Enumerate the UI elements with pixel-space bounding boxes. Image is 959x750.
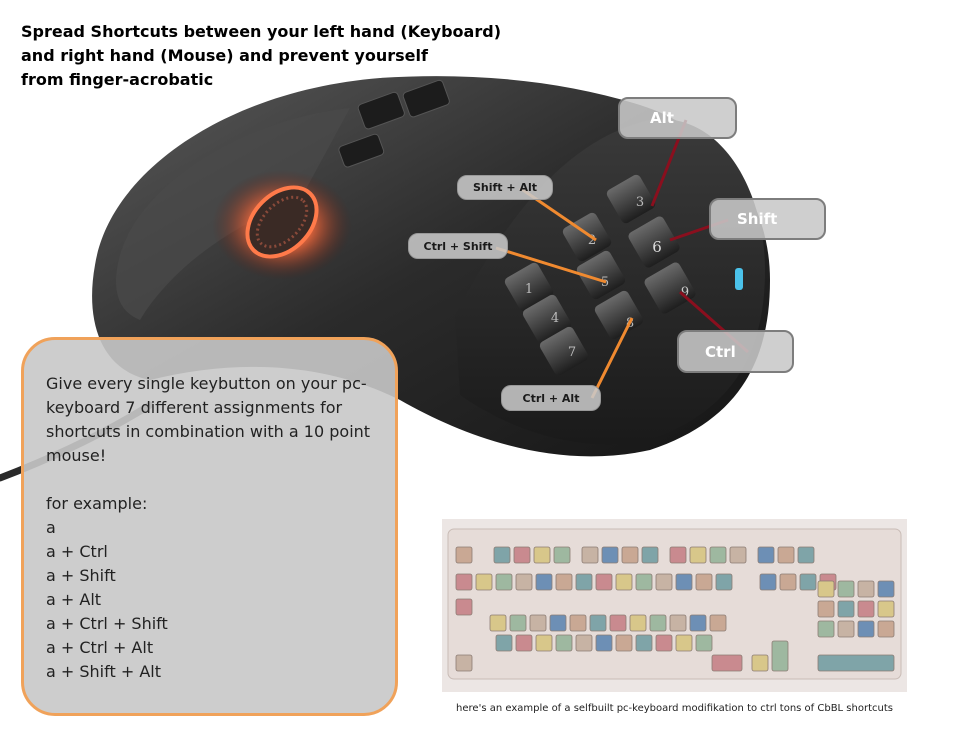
leader-ctrl-alt (590, 317, 634, 399)
svg-text:2: 2 (588, 233, 596, 248)
side-key-9: 9 (644, 262, 696, 314)
example-item: a + Ctrl + Shift (46, 614, 168, 633)
heading-line-1: Spread Shortcuts between your left hand … (21, 22, 501, 41)
callout-ctrl: Ctrl (677, 330, 794, 373)
callout-ctrl-label: Ctrl (705, 342, 736, 361)
scroll-wheel (245, 185, 319, 259)
blue-led (735, 268, 743, 290)
example-item: a + Ctrl + Alt (46, 638, 154, 657)
heading-line-3: from finger-acrobatic (21, 70, 214, 89)
svg-text:3: 3 (636, 195, 644, 210)
keyboard-keys (455, 546, 895, 672)
callout-shift-label: Shift (737, 210, 778, 228)
callout-ctrl-shift-label: Ctrl + Shift (423, 239, 493, 253)
svg-text:4: 4 (551, 311, 559, 326)
callout-shift-alt-label: Shift + Alt (473, 181, 537, 194)
side-key-1: 1 (504, 262, 554, 312)
side-key-3: 3 (606, 174, 656, 224)
svg-text:1: 1 (525, 282, 533, 297)
side-key-6: 6 (628, 216, 680, 268)
side-keypad: 1 2 3 4 5 6 7 8 9 (504, 174, 696, 376)
callout-ctrl-alt-label: Ctrl + Alt (522, 391, 580, 405)
info-box: Give every single keybutton on your pc-k… (21, 337, 398, 716)
modified-keyboard-photo (442, 519, 907, 692)
svg-text:7: 7 (568, 345, 576, 360)
callout-alt: Alt (618, 97, 737, 139)
example-item: a + Ctrl (46, 542, 108, 561)
example-item: a (46, 518, 56, 537)
callout-shift: Shift (709, 198, 826, 240)
example-label: for example: (46, 494, 148, 513)
keyboard-caption: here's an example of a selfbuilt pc-keyb… (456, 703, 893, 714)
callout-ctrl-alt: Ctrl + Alt (501, 385, 601, 411)
callout-shift-alt: Shift + Alt (457, 175, 553, 200)
callout-ctrl-shift: Ctrl + Shift (408, 233, 508, 259)
leader-ctrl-shift (495, 246, 607, 284)
example-item: a + Alt (46, 590, 102, 609)
svg-text:6: 6 (652, 238, 662, 256)
callout-alt-label: Alt (650, 109, 674, 127)
mouse-top-buttons (338, 79, 450, 168)
page-heading: Spread Shortcuts between your left hand … (21, 20, 541, 92)
svg-text:9: 9 (681, 285, 689, 300)
heading-line-2: and right hand (Mouse) and prevent yours… (21, 46, 428, 65)
example-item: a + Shift (46, 566, 116, 585)
info-intro: Give every single keybutton on your pc-k… (46, 374, 371, 465)
side-key-4: 4 (522, 294, 572, 344)
side-key-7: 7 (539, 326, 589, 376)
example-item: a + Shift + Alt (46, 662, 161, 681)
